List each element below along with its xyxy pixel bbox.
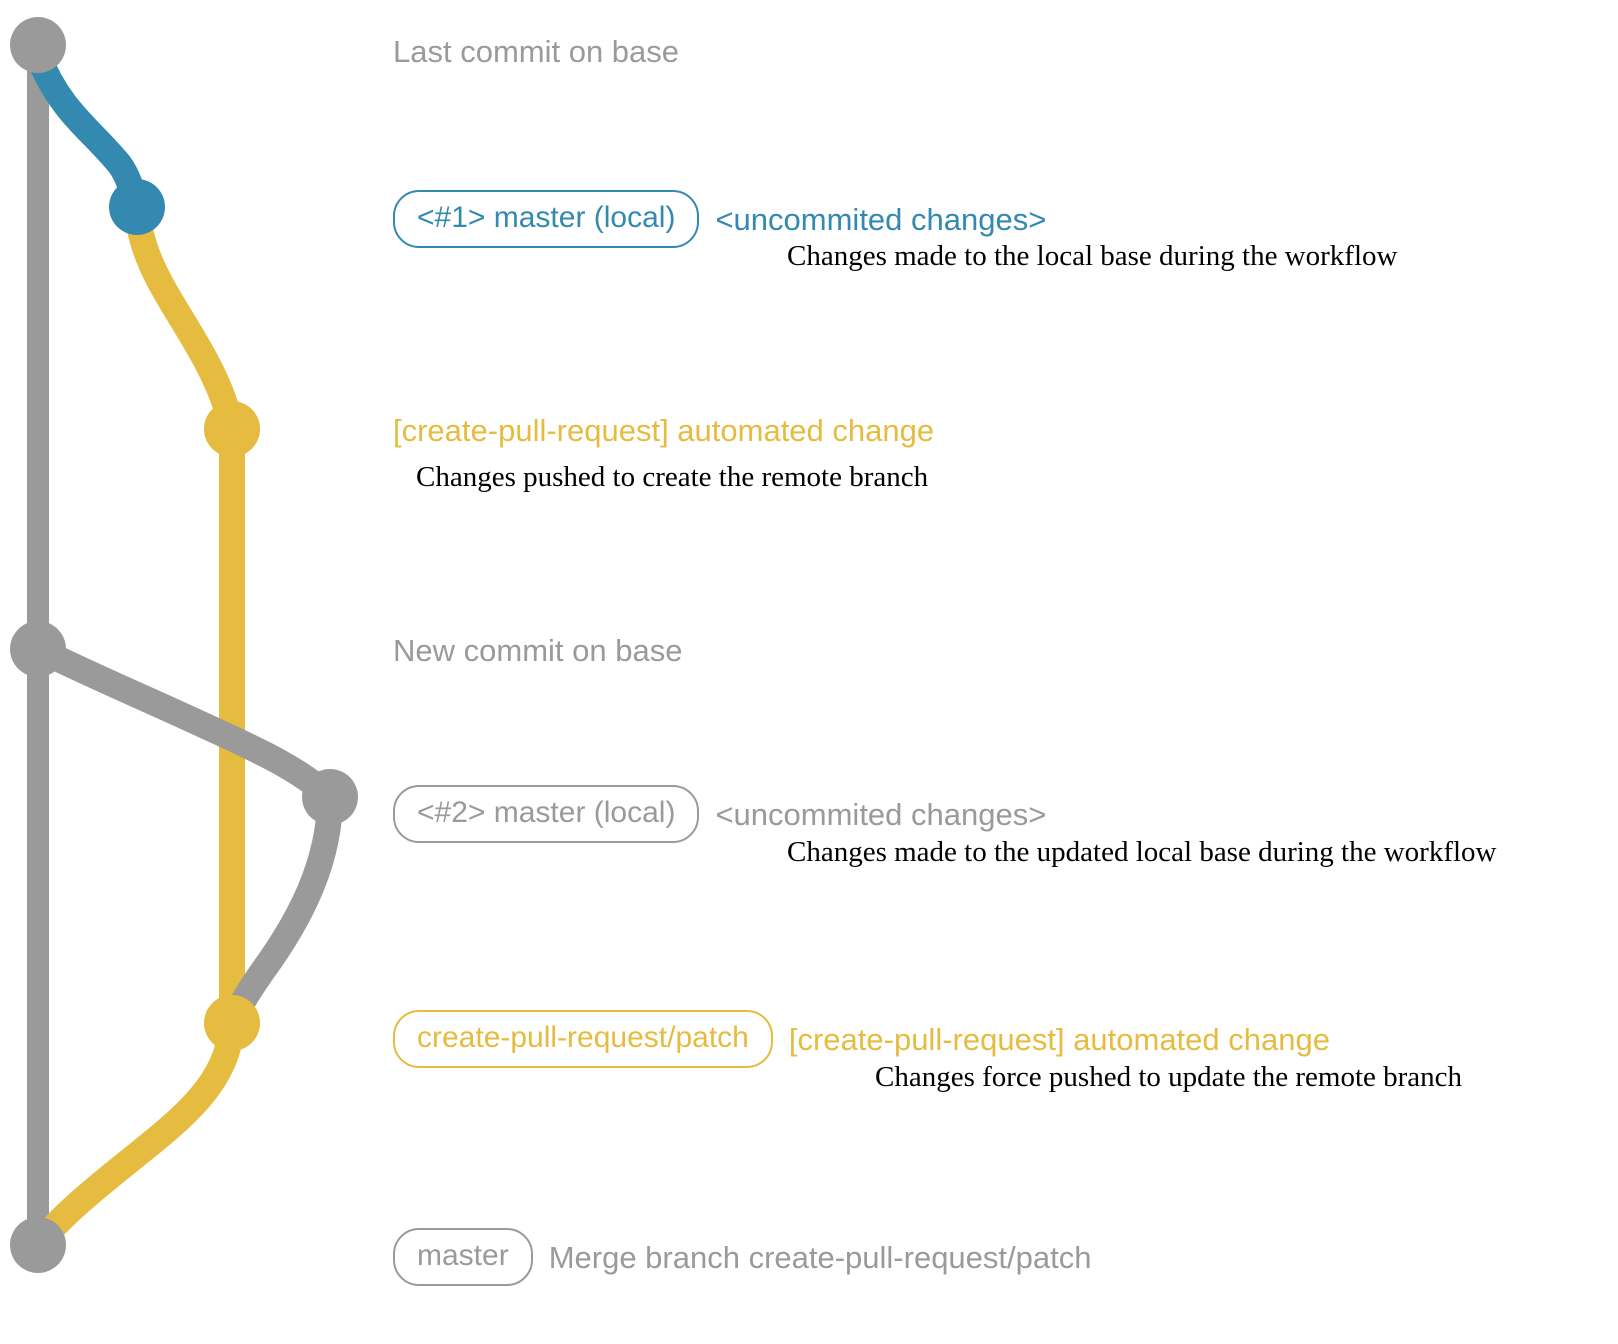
commit-description-master-local-1: Changes made to the local base during th… — [787, 240, 1398, 272]
patch-merge-line — [25, 1010, 245, 1258]
commit-description-automated-change-1: Changes pushed to create the remote bran… — [416, 461, 929, 493]
branch-badge-master-local-2[interactable]: <#2> master (local) — [393, 785, 700, 843]
commit-node-master-local-1 — [109, 179, 165, 235]
commit-message: Last commit on base — [393, 34, 680, 69]
commit-message: <uncommited changes> — [715, 796, 1047, 832]
commit-row-automated-change-2: create-pull-request/patch [create-pull-r… — [393, 1010, 1330, 1068]
commit-node-new-commit-on-base — [10, 621, 66, 677]
commit-row-master-local-1: <#1> master (local) <uncommited changes> — [393, 190, 1046, 248]
commit-row-new-commit-on-base: New commit on base — [393, 635, 682, 666]
branch-badge-master[interactable]: master — [393, 1228, 533, 1286]
commit-row-master-local-2: <#2> master (local) <uncommited changes> — [393, 785, 1046, 843]
commit-description-automated-change-2: Changes force pushed to update the remot… — [875, 1061, 1463, 1093]
commit-node-automated-change-2 — [204, 995, 260, 1051]
commit-message: Merge branch create-pull-request/patch — [548, 1239, 1092, 1275]
commit-description-master-local-2: Changes made to the updated local base d… — [787, 836, 1497, 868]
patch-branch-line-upper — [124, 194, 245, 442]
commit-message: <uncommited changes> — [715, 201, 1047, 237]
commit-node-master-local-2 — [302, 769, 358, 825]
commit-node-last-commit-on-base — [10, 17, 66, 73]
commit-row-merge-commit: master Merge branch create-pull-request/… — [393, 1228, 1091, 1286]
local-branch-line-2 — [25, 636, 343, 810]
commit-message: [create-pull-request] automated change — [788, 1021, 1330, 1057]
branch-badge-master-local-1[interactable]: <#1> master (local) — [393, 190, 700, 248]
commit-node-automated-change-1 — [204, 401, 260, 457]
branch-badge-create-pull-request-patch[interactable]: create-pull-request/patch — [393, 1010, 773, 1068]
commit-message: New commit on base — [393, 633, 683, 668]
commit-row-automated-change-1: [create-pull-request] automated change — [393, 415, 934, 446]
commit-row-last-commit-on-base: Last commit on base — [393, 36, 679, 67]
commit-message: [create-pull-request] automated change — [393, 413, 935, 448]
commit-node-merge-commit — [10, 1217, 66, 1273]
